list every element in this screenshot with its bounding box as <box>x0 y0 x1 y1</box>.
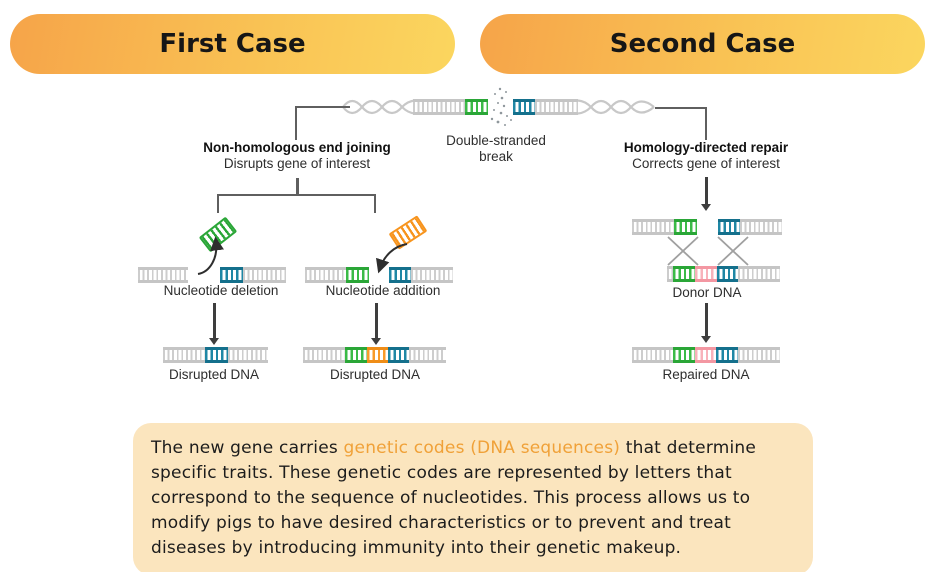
dna-segment-gray <box>228 347 268 363</box>
dna-segment-gray <box>243 267 286 283</box>
dna-segment-teal <box>388 347 409 363</box>
dna-segment-gray <box>738 347 780 363</box>
nhej-subtitle: Disrupts gene of interest <box>223 156 371 171</box>
note-line-4: modify pigs to have desired characterist… <box>151 513 731 533</box>
dna-segment-teal <box>220 267 243 283</box>
donor-dna-strand <box>667 266 780 282</box>
dna-segment-gray <box>409 347 446 363</box>
helix-ladder-left-strand <box>413 99 488 115</box>
note-highlight: genetic codes (DNA sequences) <box>343 438 621 458</box>
dna-segment-green <box>465 99 488 115</box>
dna-segment-orange <box>367 347 388 363</box>
repaired-result-arrow <box>705 303 708 337</box>
dna-segment-teal <box>389 267 411 283</box>
curved-arrow-up-icon <box>197 236 224 275</box>
donor-dna-label: Donor DNA <box>672 285 742 300</box>
dna-segment-gray <box>163 347 205 363</box>
hdr-broken-strand-left <box>632 219 697 235</box>
hdr-title: Homology-directed repair <box>623 140 789 155</box>
disrupted-dna-label-right: Disrupted DNA <box>329 367 421 382</box>
first-case-header[interactable]: First Case <box>10 14 455 74</box>
dna-helix-left-twist-icon <box>342 99 416 115</box>
dna-segment-gray <box>138 267 188 283</box>
disrupted-dna-label-left: Disrupted DNA <box>168 367 260 382</box>
nhej-title-block: Non-homologous end joining Disrupts gene… <box>157 140 437 172</box>
note-text: that determine <box>620 438 757 458</box>
hdr-subtitle: Corrects gene of interest <box>632 156 780 171</box>
hdr-title-block: Homology-directed repair Corrects gene o… <box>566 140 846 172</box>
helix-ladder-right-strand <box>513 99 578 115</box>
disrupted-dna-deletion-strand <box>163 347 268 363</box>
deletion-strand-left-piece <box>138 267 188 283</box>
deletion-result-arrow <box>213 303 216 339</box>
hdr-connector-line <box>655 107 707 140</box>
dna-segment-gray <box>305 267 346 283</box>
double-stranded-break-label: Double-stranded break <box>446 133 546 164</box>
dna-segment-gray <box>740 219 782 235</box>
dna-segment-green <box>673 347 695 363</box>
nhej-title: Non-homologous end joining <box>203 140 391 155</box>
note-text: The new gene carries <box>151 438 344 458</box>
addition-result-arrow <box>375 303 378 339</box>
nhej-split-stem-line <box>296 178 299 196</box>
first-case-label: First Case <box>159 29 306 59</box>
description-note-box: The new gene carries genetic codes (DNA … <box>133 423 813 572</box>
note-line-3: correspond to the sequence of nucleotide… <box>151 488 751 508</box>
dna-segment-gray <box>667 266 673 282</box>
dna-helix-right-twist-icon <box>577 99 655 115</box>
dna-segment-gray <box>411 267 453 283</box>
dna-segment-gray <box>535 99 578 115</box>
dna-segment-gray <box>413 99 465 115</box>
hdr-arrow <box>705 177 708 205</box>
note-line-2: specific traits. These genetic codes are… <box>151 463 732 483</box>
dna-segment-green <box>346 267 369 283</box>
dna-segment-gray <box>632 347 673 363</box>
nucleotide-addition-label: Nucleotide addition <box>325 283 441 298</box>
dna-segment-teal <box>716 347 738 363</box>
dna-segment-pink <box>695 266 717 282</box>
second-case-label: Second Case <box>609 29 796 59</box>
dna-segment-teal <box>717 266 738 282</box>
crossover-x-marks-icon <box>667 236 749 266</box>
double-strand-break-dots-icon <box>490 87 512 126</box>
dna-segment-green <box>673 266 695 282</box>
addition-strand-left-piece <box>305 267 369 283</box>
deletion-strand-right-piece <box>220 267 286 283</box>
dna-segment-teal <box>718 219 740 235</box>
nhej-split-bracket-line <box>217 194 376 213</box>
addition-strand-right-piece <box>389 267 453 283</box>
dna-segment-teal <box>205 347 228 363</box>
dna-segment-gray <box>632 219 674 235</box>
note-line-1: The new gene carries genetic codes (DNA … <box>151 436 795 461</box>
dna-segment-pink <box>695 347 716 363</box>
second-case-header[interactable]: Second Case <box>480 14 925 74</box>
dna-segment-gray <box>303 347 345 363</box>
curved-arrow-down-icon <box>376 243 408 274</box>
hdr-broken-strand-right <box>718 219 782 235</box>
repaired-dna-strand <box>632 347 780 363</box>
disrupted-dna-addition-strand <box>303 347 446 363</box>
nucleotide-deletion-label: Nucleotide deletion <box>163 283 279 298</box>
repaired-dna-label: Repaired DNA <box>662 367 750 382</box>
note-line-5: diseases by introducing immunity into th… <box>151 538 682 558</box>
dna-segment-green <box>674 219 697 235</box>
dna-segment-gray <box>738 266 780 282</box>
dna-segment-green <box>345 347 367 363</box>
nhej-connector-line <box>295 106 350 140</box>
dna-segment-teal <box>513 99 535 115</box>
